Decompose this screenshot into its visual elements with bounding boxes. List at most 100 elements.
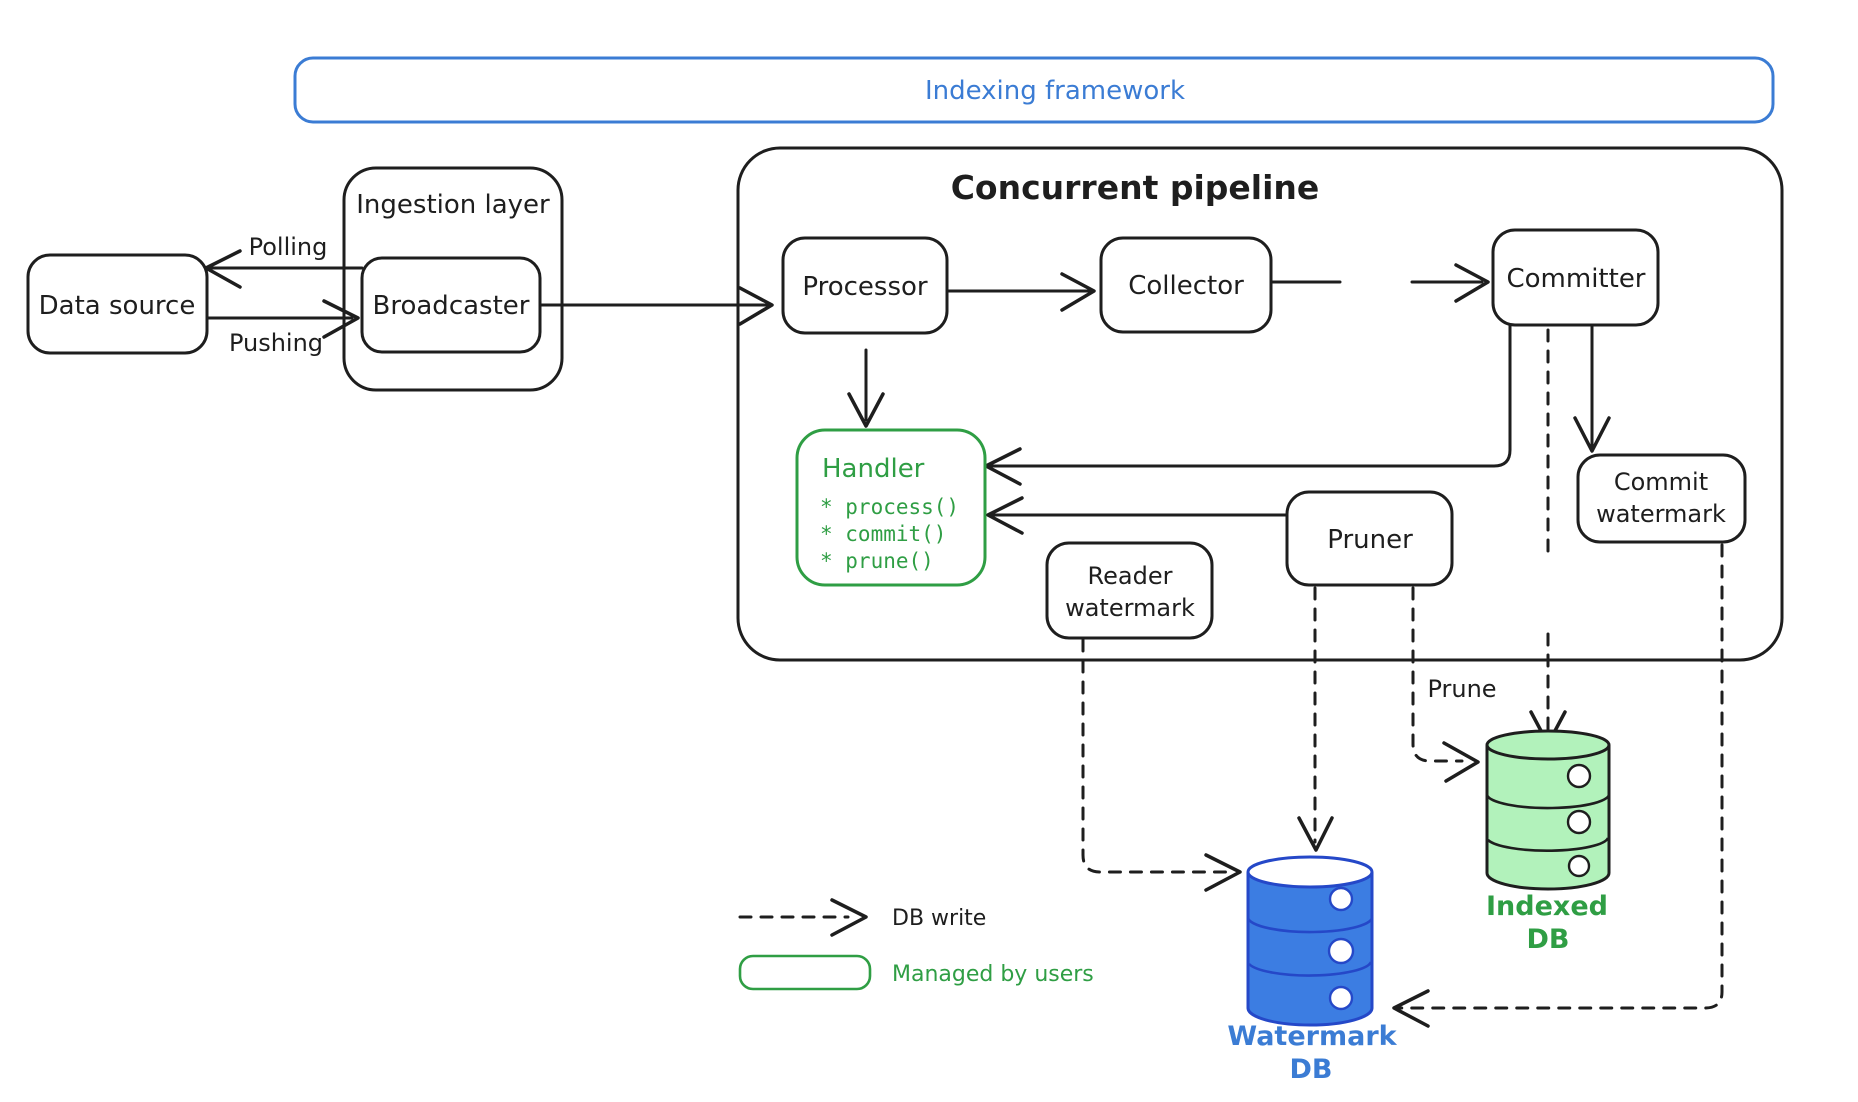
broadcaster-label: Broadcaster (373, 291, 530, 321)
edge-polling: Polling (204, 233, 364, 289)
watermark-db-dot-2 (1327, 937, 1355, 965)
ingestion-layer-label: Ingestion layer (356, 190, 550, 220)
database-cylinder-icon (1246, 855, 1374, 1027)
pipeline-title: Concurrent pipeline (951, 168, 1320, 207)
data-source-label: Data source (39, 291, 196, 321)
edge-processor-to-handler (847, 348, 885, 428)
watermark-db-top (1246, 855, 1374, 889)
arrowhead-right-icon (1060, 272, 1096, 312)
banner-title: Indexing framework (925, 76, 1185, 106)
committer-handler-line (988, 323, 1512, 468)
watermark-db-band-2 (1248, 961, 1373, 977)
indexed-db: Indexed DB (1485, 729, 1611, 955)
database-cylinder-icon (1485, 729, 1611, 891)
edge-batched-index-bottom (1529, 328, 1567, 746)
collector-label: Collector (1128, 271, 1244, 301)
legend-green-box (738, 954, 872, 991)
edge-pruner-to-handler (986, 496, 1289, 535)
arrowhead-left-icon (204, 249, 242, 289)
watermark-db-dot-1 (1328, 886, 1354, 912)
indexed-db-dot-2 (1566, 809, 1592, 835)
node-committer: Committer (1491, 228, 1660, 327)
watermark-db-label-1: Watermark (1227, 1021, 1397, 1052)
node-collector: Collector (1099, 236, 1273, 334)
arrowhead-down-icon (1573, 416, 1611, 453)
edge-prune: Prune (1411, 586, 1497, 783)
reader-lo-dash (1081, 638, 1230, 874)
reader-watermark-box (1045, 541, 1214, 640)
polling-label: Polling (249, 233, 328, 261)
arrowhead-down-icon (847, 392, 885, 428)
checkpoint-hi-dash (1396, 543, 1724, 1010)
handler-method-process: * process() (820, 495, 959, 519)
processor-box (781, 236, 949, 335)
handler-method-commit: * commit() (820, 522, 946, 546)
indexed-db-body (1485, 745, 1611, 891)
edge-committed-checkpoint (1573, 323, 1611, 453)
arrowhead-right-icon (738, 286, 774, 326)
watermark-db-label-2: DB (1290, 1054, 1333, 1085)
edge-indexed-data (945, 272, 1096, 312)
reader-watermark-label-2: watermark (1065, 594, 1195, 622)
committer-label: Committer (1506, 264, 1645, 294)
watermark-db: Watermark DB (1227, 855, 1398, 1085)
arrowhead-right-icon (322, 299, 360, 339)
node-pruner: Pruner (1285, 490, 1454, 587)
arrowhead-left-icon (986, 496, 1024, 535)
prune-label: Prune (1427, 675, 1496, 703)
arrowhead-down-icon (1297, 816, 1334, 852)
commit-watermark-box (1576, 453, 1747, 544)
collector-box (1099, 236, 1273, 334)
indexed-db-label-1: Indexed (1486, 891, 1608, 922)
arrowhead-right-icon (1454, 263, 1490, 303)
data-source-box (26, 253, 209, 355)
handler-title: Handler (822, 454, 925, 484)
watermark-db-dot-3 (1328, 985, 1354, 1011)
reader-watermark-label-1: Reader (1088, 562, 1173, 590)
arrowhead-left-icon (1392, 989, 1430, 1028)
node-data-source: Data source (26, 253, 209, 355)
legend-managed-label: Managed by users (892, 962, 1094, 987)
legend-managed-by-users: Managed by users (738, 954, 1094, 991)
legend: DB write Managed by users (738, 898, 1094, 991)
indexed-db-dot-3 (1567, 854, 1591, 878)
pushing-label: Pushing (229, 329, 323, 357)
committer-box (1491, 228, 1660, 327)
legend-db-write-label: DB write (892, 906, 986, 931)
edge-committer-to-handler (984, 323, 1512, 486)
arrowhead-right-icon (1442, 741, 1480, 783)
edge-update-reader-lo (1081, 638, 1242, 892)
node-commit-watermark: Commit watermark (1576, 453, 1747, 544)
pipeline-box (736, 146, 1784, 662)
pruner-box (1285, 490, 1454, 587)
indexed-db-dot-1 (1566, 763, 1592, 789)
node-processor: Processor (781, 236, 949, 335)
edge-pushing: Pushing (205, 299, 360, 357)
indexing-framework-banner: Indexing framework (293, 56, 1775, 124)
indexed-db-band-2 (1487, 837, 1610, 852)
handler-method-prune: * prune() (820, 549, 934, 573)
edge-update-checkpoint-hi (1392, 543, 1724, 1028)
prune-dash (1411, 586, 1464, 763)
node-ingestion-layer: Ingestion layer Broadcaster (342, 166, 564, 392)
edge-batched-index-top (1269, 263, 1490, 303)
indexed-db-label-2: DB (1527, 924, 1570, 955)
pruner-label: Pruner (1327, 525, 1413, 555)
indexed-db-top (1485, 729, 1611, 761)
processor-label: Processor (802, 272, 928, 302)
ingestion-layer-box (342, 166, 564, 392)
edge-update-pruner-hi (1297, 586, 1334, 852)
commit-watermark-label-2: watermark (1596, 500, 1726, 528)
indexed-db-band-1 (1485, 792, 1611, 810)
node-concurrent-pipeline: Concurrent pipeline (736, 146, 1784, 662)
arrowhead-right-icon (830, 898, 868, 937)
watermark-db-band-1 (1246, 915, 1374, 934)
banner-frame (293, 56, 1775, 124)
legend-db-write: DB write (738, 898, 986, 937)
handler-box (795, 428, 987, 587)
node-handler: Handler * process() * commit() * prune() (795, 428, 987, 587)
commit-watermark-label-1: Commit (1614, 468, 1708, 496)
node-reader-watermark: Reader watermark (1045, 541, 1214, 640)
